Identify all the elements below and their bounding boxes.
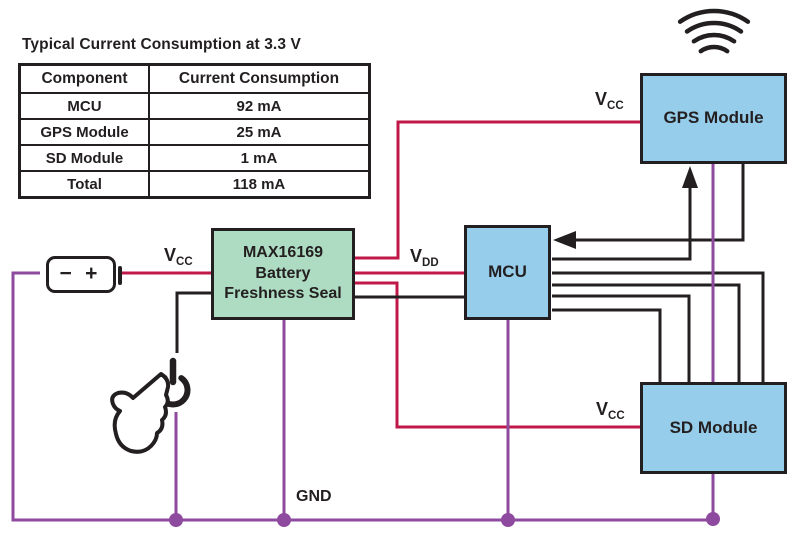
table-cell-component: SD Module xyxy=(21,146,148,170)
ground-junction-dot xyxy=(706,512,720,526)
regulator-label-line3: Freshness Seal xyxy=(224,285,342,303)
vcc-label-battery: VCC xyxy=(164,245,193,268)
table-cell-current: 1 mA xyxy=(150,146,368,170)
table-cell-component: GPS Module xyxy=(21,120,148,144)
vcc-label-sd: VCC xyxy=(596,399,625,422)
block-sd-module: SD Module xyxy=(640,382,787,474)
wifi-signal-icon xyxy=(677,8,751,54)
wire-mcu-to-gps-signal xyxy=(552,184,692,261)
battery-terminal xyxy=(118,266,122,285)
wire-mcu-to-sd-signal-1 xyxy=(552,271,765,382)
wire-mcu-to-sd-signal-3 xyxy=(552,294,691,382)
wire-mcu-to-sd-signal-4 xyxy=(552,308,662,382)
battery-icon: − + xyxy=(46,256,116,293)
table-title: Typical Current Consumption at 3.3 V xyxy=(22,36,301,53)
regulator-label-line1: MAX16169 xyxy=(242,243,324,261)
vdd-label: VDD xyxy=(410,246,439,269)
table-cell-current: 25 mA xyxy=(150,120,368,144)
table-header-current: Current Consumption xyxy=(150,66,368,92)
mcu-label: MCU xyxy=(488,262,527,282)
block-mcu: MCU xyxy=(464,225,551,320)
battery-minus-sign: − xyxy=(59,261,72,285)
gnd-label: GND xyxy=(296,488,332,505)
table-cell-current: 92 mA xyxy=(150,94,368,118)
table-cell-component: Total xyxy=(21,172,148,196)
block-gps-module: GPS Module xyxy=(640,73,787,164)
pressing-hand-icon xyxy=(110,372,171,454)
table-cell-current: 118 mA xyxy=(150,172,368,196)
wire-vcc-regulator-to-sd xyxy=(355,281,640,429)
arrowhead-into-mcu xyxy=(553,231,576,249)
block-max16169-battery-freshness-seal: MAX16169 Battery Freshness Seal xyxy=(211,228,355,320)
consumption-table: Component Current Consumption MCU 92 mA … xyxy=(18,63,371,199)
regulator-label-line2: Battery xyxy=(255,264,311,282)
ground-junction-dot xyxy=(169,513,183,527)
wire-gps-to-mcu-signal xyxy=(572,164,745,242)
wire-gnd-bus xyxy=(11,271,713,522)
arrowhead-into-gps xyxy=(682,166,698,188)
ground-junction-dot xyxy=(277,513,291,527)
gps-label: GPS Module xyxy=(663,108,764,128)
sd-label: SD Module xyxy=(669,417,758,437)
wire-mcu-to-sd-signal-2 xyxy=(552,283,741,382)
vcc-label-gps: VCC xyxy=(595,89,624,112)
ground-junction-dot xyxy=(501,513,515,527)
battery-plus-sign: + xyxy=(85,261,98,285)
table-cell-component: MCU xyxy=(21,94,148,118)
table-header-component: Component xyxy=(21,66,148,92)
wire-regulator-to-power-button xyxy=(175,291,211,353)
wire-vcc-regulator-to-gps xyxy=(355,120,640,260)
